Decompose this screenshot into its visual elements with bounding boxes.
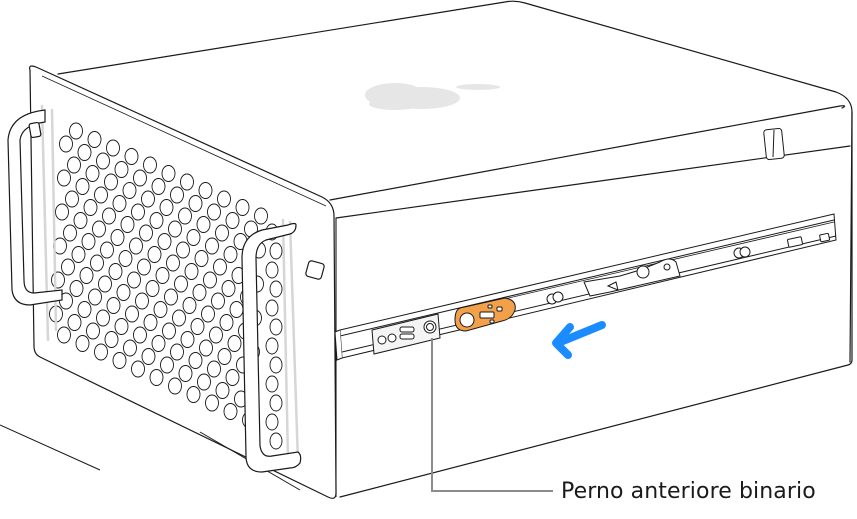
direction-arrow-icon: [552, 321, 606, 359]
callout-leader-line: [431, 338, 553, 492]
rail-release-tab: [454, 297, 516, 332]
right-handle: [241, 222, 325, 473]
callout-label-front-rail-pin: Perno anteriore binario: [561, 479, 816, 504]
chassis-top: [57, 0, 853, 498]
left-handle: [7, 109, 63, 306]
side-latch: [763, 127, 785, 161]
apple-logo: [365, 83, 500, 110]
